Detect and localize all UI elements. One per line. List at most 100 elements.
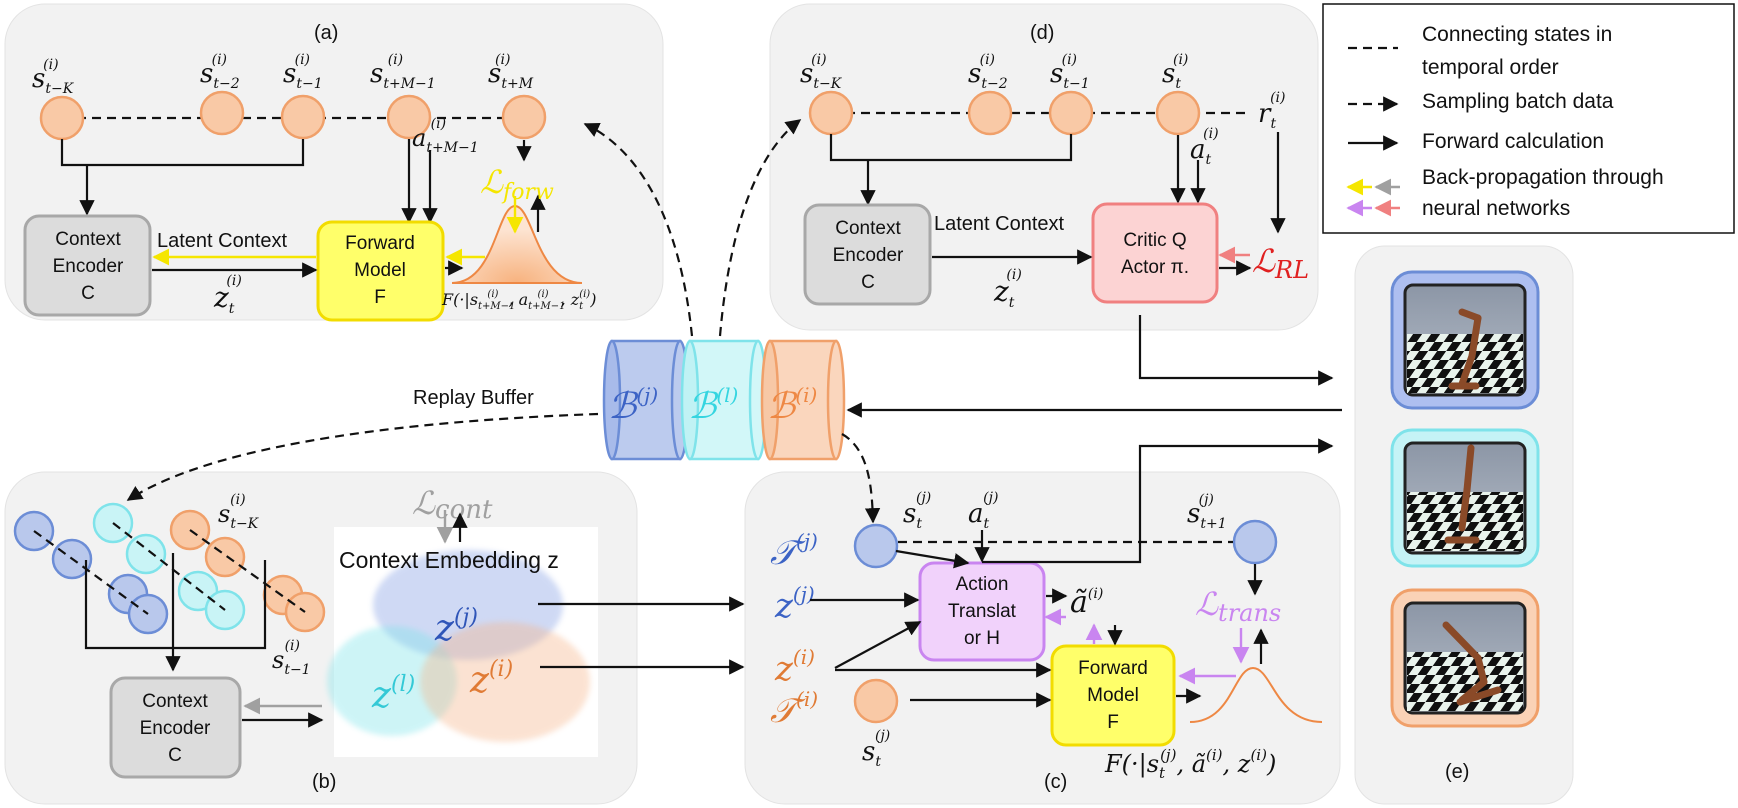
b-cluster-l-label: z(l) <box>371 672 415 716</box>
b-temporal-line <box>189 529 306 613</box>
a-state-node <box>501 94 547 140</box>
d-context-encoder-box <box>803 203 932 306</box>
panel-c-label: (c) <box>1044 771 1067 793</box>
c-zi-to-translator <box>834 621 922 669</box>
b-temporal-line <box>112 522 226 611</box>
d-action-to-environment <box>1138 315 1334 386</box>
a-state-node <box>386 94 432 140</box>
a-distribution-label: F(·|st+M−1(i), at+M−1(i), zt(i)) <box>441 289 596 312</box>
d-state-node <box>808 90 854 136</box>
d-critic-actor-box <box>1091 202 1219 304</box>
legend: Connecting states in temporal order Samp… <box>1322 3 1735 234</box>
buffer-i-label: ℬ(i) <box>767 383 817 427</box>
a-model-line2: Model <box>354 260 406 281</box>
legend-item-4-line2: neural networks <box>1422 197 1570 220</box>
hopper-robot-icon <box>1448 308 1482 390</box>
d-state-node <box>1155 90 1201 136</box>
legend-box <box>1322 3 1735 234</box>
b-encoder-line2: Encoder <box>140 718 211 739</box>
a-context-encoder-box <box>23 214 152 317</box>
d-state-node <box>967 90 1013 136</box>
buffer-l-label: ℬ(l) <box>688 383 738 427</box>
panel-b: st−K(i) st−1(i) Context Encoder C Contex… <box>13 484 745 779</box>
sample-to-panel-d <box>718 119 802 337</box>
a-model-line3: F <box>374 287 386 308</box>
c-distribution-label: F(·|st(j), ã(i), z(i)) <box>1104 746 1276 782</box>
b-cluster-j-label: z(j) <box>434 605 478 649</box>
d-encoder-line3: C <box>861 272 875 293</box>
a-encoder-line1: Context <box>55 229 121 250</box>
cluster-l-cloud <box>327 626 457 736</box>
d-context-bracket <box>829 134 1073 162</box>
c-model-line2: Model <box>1087 685 1139 706</box>
panel-a-label: (a) <box>314 22 338 44</box>
d-state-node <box>1048 90 1094 136</box>
legend-item-1-line1: Connecting states in <box>1422 23 1612 46</box>
c-model-line1: Forward <box>1078 658 1148 679</box>
a-model-line1: Forward <box>345 233 415 254</box>
a-encoder-line3: C <box>81 283 95 304</box>
environment-frame-cyan <box>1390 428 1540 568</box>
panel-d: st−K(i) st−2(i) st−1(i) st(i) rt(i) at(i… <box>800 52 1334 386</box>
c-task-i-node <box>853 678 899 724</box>
sample-to-panel-c <box>841 433 881 524</box>
b-embedding-title: Context Embedding z <box>339 547 559 573</box>
cluster-i-cloud <box>420 622 590 742</box>
legend-item-1-line2: temporal order <box>1422 56 1559 79</box>
c-translator-line2: Translat <box>948 601 1017 622</box>
panel-e-label: (e) <box>1445 761 1469 783</box>
d-latent-context-label: Latent Context <box>934 213 1065 235</box>
d-encoder-line2: Encoder <box>833 245 904 266</box>
d-critic-line2: Actor π. <box>1121 257 1189 278</box>
legend-item-4-line1: Back-propagation through <box>1422 166 1664 189</box>
replay-buffer: Replay Buffer ℬ(j) ℬ(l) ℬ(i) <box>126 119 1342 524</box>
panel-a: st−K(i) st−2(i) st−1(i) st+M−1(i) st+M(i… <box>23 52 596 322</box>
a-state-nodes <box>39 90 547 141</box>
d-critic-line1: Critic Q <box>1123 230 1186 251</box>
a-latent-context-label: Latent Context <box>157 230 288 252</box>
hopper-robot-icon <box>1444 444 1480 544</box>
a-context-bracket <box>60 139 305 167</box>
b-sampled-states <box>13 502 326 635</box>
replay-buffer-label: Replay Buffer <box>413 387 534 409</box>
c-a-tilde-label: ã(i) <box>1070 585 1103 620</box>
c-z-j-label: z(j) <box>774 582 815 626</box>
b-embedding-scatter <box>327 550 590 742</box>
panel-b-label: (b) <box>312 771 336 793</box>
a-loss-label: ℒforw <box>480 163 554 205</box>
b-encoder-line1: Context <box>142 691 208 712</box>
c-loss-label: ℒtrans <box>1195 585 1281 627</box>
c-z-i-label: z(i) <box>774 645 815 689</box>
c-output-distribution <box>1189 666 1323 723</box>
environment-frame-orange <box>1390 588 1540 728</box>
b-context-bracket <box>84 560 267 650</box>
legend-item-2: Sampling batch data <box>1422 90 1614 113</box>
c-action-to-environment <box>982 438 1334 564</box>
environment-frame-blue <box>1390 270 1540 410</box>
b-state-node <box>125 533 167 575</box>
b-temporal-line <box>33 530 149 615</box>
c-model-line3: F <box>1107 712 1119 733</box>
buffer-cylinder-j: ℬ(j) <box>602 339 690 461</box>
a-encoder-line2: Encoder <box>53 256 124 277</box>
c-translator-line1: Action <box>956 574 1009 595</box>
c-taskj-to-translator <box>895 549 970 569</box>
hopper-robot-icon <box>1442 621 1502 706</box>
c-task-j-node <box>853 523 899 569</box>
b-context-encoder-box <box>109 676 242 779</box>
panel-e <box>1390 270 1540 728</box>
c-forward-model-box <box>1050 644 1176 747</box>
b-cluster-i-label: z(i) <box>469 657 513 701</box>
a-state-node <box>199 90 245 136</box>
b-encoder-line3: C <box>168 745 182 766</box>
d-encoder-line1: Context <box>835 218 901 239</box>
buffer-j-label: ℬ(j) <box>608 383 658 427</box>
buffer-cylinder-i: ℬ(i) <box>760 339 846 461</box>
c-next-state-node <box>1232 519 1278 565</box>
legend-item-3: Forward calculation <box>1422 130 1604 153</box>
a-forward-model-box <box>316 220 445 322</box>
a-state-node <box>280 94 326 140</box>
c-translator-line3: or H <box>964 628 1000 649</box>
panel-d-label: (d) <box>1030 22 1054 44</box>
